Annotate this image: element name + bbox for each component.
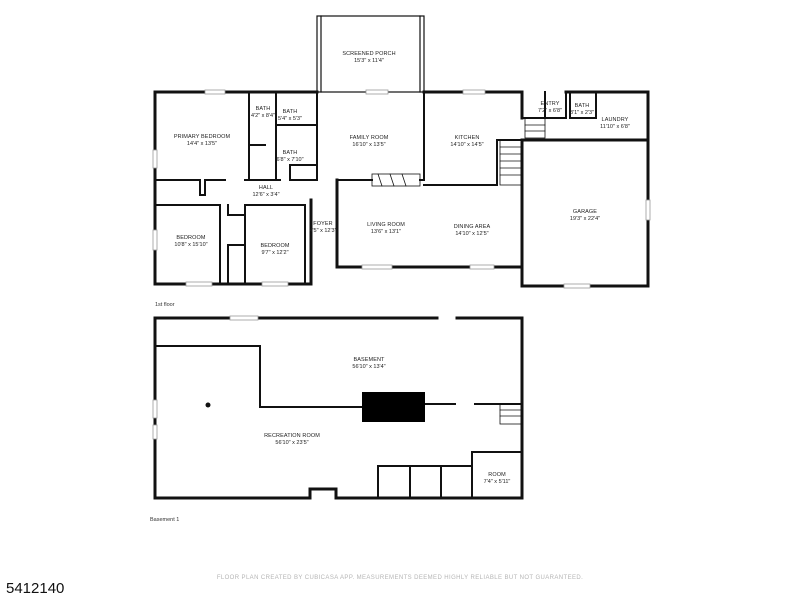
room-name: BATH <box>282 109 298 115</box>
room-dims: 14'4" x 13'5" <box>186 141 218 147</box>
windows <box>152 89 651 440</box>
room-name: RECREATION ROOM <box>264 433 320 439</box>
room-dims: 15'3" x 11'4" <box>354 58 384 64</box>
room-dims: 7'4" x 5'11" <box>483 479 511 485</box>
room-label-entry: ENTRY 7'2" x 6'8" <box>538 101 562 115</box>
room-name: BATH <box>255 106 271 112</box>
room-dims: 6'8" x 7'10" <box>276 157 304 163</box>
room-name: BASEMENT <box>353 357 385 363</box>
room-label-screened-porch: SCREENED PORCH 15'3" x 11'4" <box>342 51 395 65</box>
room-dims: 5'4" x 5'3" <box>277 116 303 122</box>
room-name: HALL <box>258 185 274 191</box>
room-label-recreation-room: RECREATION ROOM 56'10" x 23'5" <box>264 433 320 447</box>
room-label-primary-bedroom: PRIMARY BEDROOM 14'4" x 13'5" <box>174 134 230 148</box>
room-dims: 19'3" x 22'4" <box>569 216 601 222</box>
room-label-living-room: LIVING ROOM 13'6" x 13'1" <box>367 222 405 236</box>
room-label-dining-area: DINING AREA 14'10" x 12'5" <box>454 224 491 238</box>
listing-id: 5412140 <box>6 580 65 597</box>
basement-exterior-walls <box>153 316 524 500</box>
room-name: BEDROOM <box>176 235 206 241</box>
room-name: SCREENED PORCH <box>342 51 396 57</box>
room-dims: 4'2" x 8'4" <box>250 113 276 119</box>
room-label-laundry: LAUNDRY 11'10" x 6'8" <box>600 117 630 131</box>
room-label-bath-3: BATH 6'8" x 7'10" <box>276 150 303 164</box>
room-dims: 10'8" x 15'10" <box>174 242 208 248</box>
room-label-room: ROOM 7'4" x 5'11" <box>484 472 511 486</box>
room-dims: 7'2" x 6'8" <box>537 108 563 114</box>
room-dims: 13'6" x 13'1" <box>370 229 402 235</box>
room-name: FOYER <box>313 221 333 227</box>
room-name: BATH <box>574 103 590 109</box>
room-dims: 4'5" x 12'3" <box>309 228 337 234</box>
room-dims: 16'10" x 13'5" <box>352 142 386 148</box>
room-label-kitchen: KITCHEN 14'10" x 14'5" <box>450 135 483 149</box>
room-dims: 11'10" x 6'8" <box>600 124 630 130</box>
room-label-bath-4: BATH 3'1" x 2'3" <box>570 103 594 117</box>
room-label-bath-1: BATH 4'2" x 8'4" <box>251 106 275 120</box>
room-name: LIVING ROOM <box>367 222 405 228</box>
support-post <box>205 402 211 408</box>
room-label-basement: BASEMENT 56'10" x 13'4" <box>352 357 385 371</box>
room-name: BATH <box>282 150 298 156</box>
floor-label-first: 1st floor <box>155 302 175 308</box>
basement-stairs <box>499 403 523 425</box>
room-label-bedroom-1: BEDROOM 10'8" x 15'10" <box>174 235 207 249</box>
room-dims: 56'10" x 13'4" <box>352 364 386 370</box>
room-name: FAMILY ROOM <box>349 135 389 141</box>
chimney-block <box>362 392 425 422</box>
room-name: PRIMARY BEDROOM <box>173 134 231 140</box>
room-label-bedroom-2: BEDROOM 9'7" x 12'2" <box>260 243 289 257</box>
room-label-foyer: FOYER 4'5" x 12'3" <box>309 221 336 235</box>
room-dims: 3'1" x 2'3" <box>569 110 595 116</box>
room-label-family-room: FAMILY ROOM 16'10" x 13'5" <box>350 135 389 149</box>
room-dims: 9'7" x 12'2" <box>261 250 289 256</box>
basement-interior-walls <box>154 345 523 499</box>
stairs-first-floor <box>499 117 546 186</box>
floor-label-basement: Basement 1 <box>150 517 180 523</box>
room-dims: 12'6" x 3'4" <box>252 192 280 198</box>
room-label-garage: GARAGE 19'3" x 22'4" <box>570 209 600 223</box>
room-name: GARAGE <box>572 209 598 215</box>
footer-disclaimer: FLOOR PLAN CREATED BY CUBICASA APP. MEAS… <box>216 575 584 581</box>
room-name: LAUNDRY <box>601 117 629 123</box>
interior-walls <box>154 91 597 285</box>
room-name: KITCHEN <box>454 135 480 141</box>
room-name: BEDROOM <box>260 243 290 249</box>
room-label-bath-2: BATH 5'4" x 5'3" <box>278 109 302 123</box>
room-dims: 14'10" x 12'5" <box>455 231 489 237</box>
fireplace <box>371 173 421 187</box>
room-name: DINING AREA <box>453 224 491 230</box>
room-name: ENTRY <box>540 101 560 107</box>
room-dims: 14'10" x 14'5" <box>450 142 484 148</box>
room-name: ROOM <box>488 472 506 478</box>
room-dims: 56'10" x 23'5" <box>275 440 309 446</box>
room-label-hall: HALL 12'6" x 3'4" <box>252 185 279 199</box>
